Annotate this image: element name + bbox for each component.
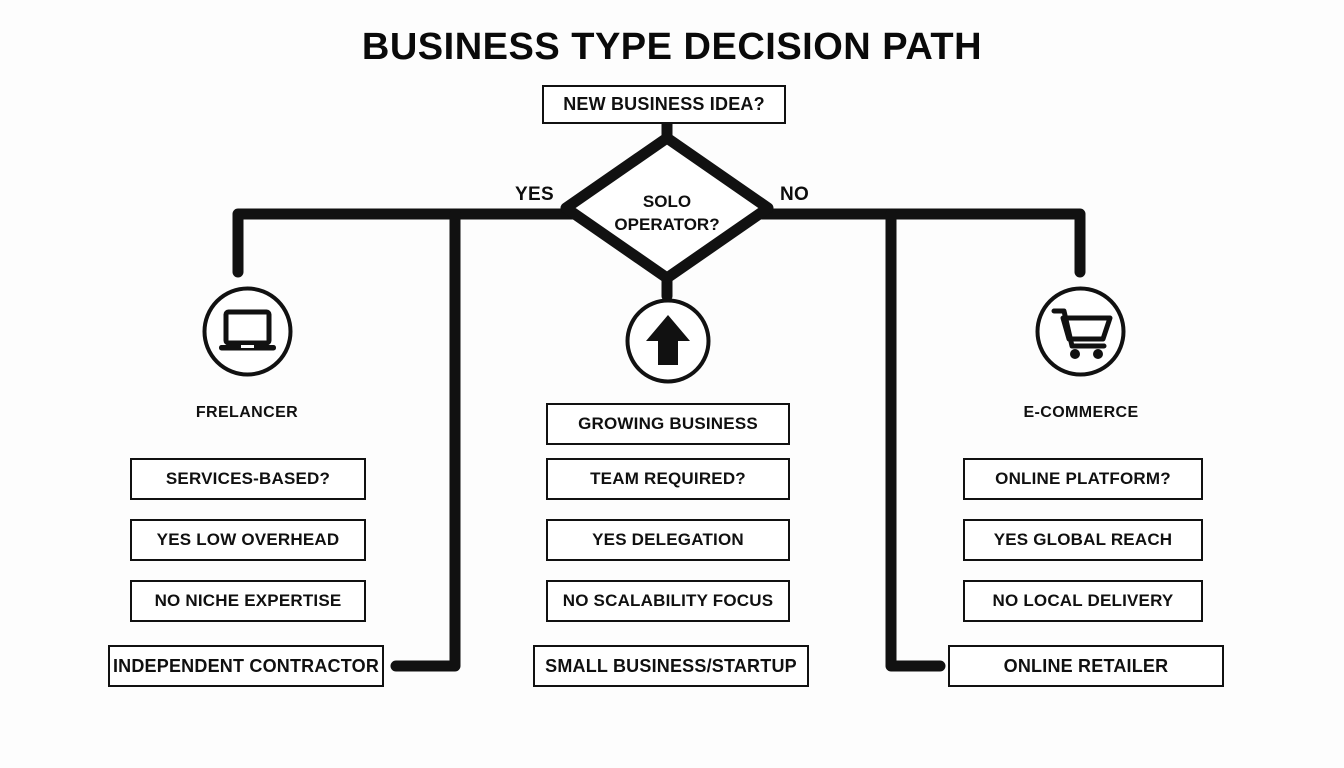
laptop-icon (202, 286, 293, 377)
wire-no-to-ecommerce-terminal (885, 208, 946, 672)
node-local-delivery[interactable]: NO LOCAL DELIVERY (963, 580, 1203, 622)
branch-label-no: NO (780, 184, 810, 205)
shopping-cart-icon (1035, 286, 1126, 377)
node-online-retailer[interactable]: ONLINE RETAILER (948, 645, 1224, 687)
wire-yes-to-freelancer-terminal (390, 208, 461, 672)
node-small-business-startup[interactable]: SMALL BUSINESS/STARTUP (533, 645, 809, 687)
page-title: BUSINESS TYPE DECISION PATH (361, 26, 983, 68)
branch-icon-label-ecommerce: E-COMMERCE (1023, 404, 1139, 421)
node-niche-expertise[interactable]: NO NICHE EXPERTISE (130, 580, 366, 622)
node-services-based[interactable]: SERVICES-BASED? (130, 458, 366, 500)
node-online-platform[interactable]: ONLINE PLATFORM? (963, 458, 1203, 500)
node-team-required[interactable]: TEAM REQUIRED? (546, 458, 790, 500)
up-arrow-icon (625, 298, 711, 384)
node-delegation[interactable]: YES DELEGATION (546, 519, 790, 561)
branch-icon-label-freelancer: FRELANCER (195, 404, 299, 421)
branch-label-yes: YES (515, 184, 554, 205)
node-new-business-idea[interactable]: NEW BUSINESS IDEA? (542, 85, 786, 124)
node-growing-business[interactable]: GROWING BUSINESS (546, 403, 790, 445)
wire-yes-to-freelancer-icon (232, 208, 578, 278)
node-independent-contractor[interactable]: INDEPENDENT CONTRACTOR (108, 645, 384, 687)
node-scalability-focus[interactable]: NO SCALABILITY FOCUS (546, 580, 790, 622)
node-low-overhead[interactable]: YES LOW OVERHEAD (130, 519, 366, 561)
wire-no-to-ecommerce-icon (756, 208, 1086, 278)
node-solo-operator-diamond[interactable] (560, 132, 774, 284)
node-global-reach[interactable]: YES GLOBAL REACH (963, 519, 1203, 561)
